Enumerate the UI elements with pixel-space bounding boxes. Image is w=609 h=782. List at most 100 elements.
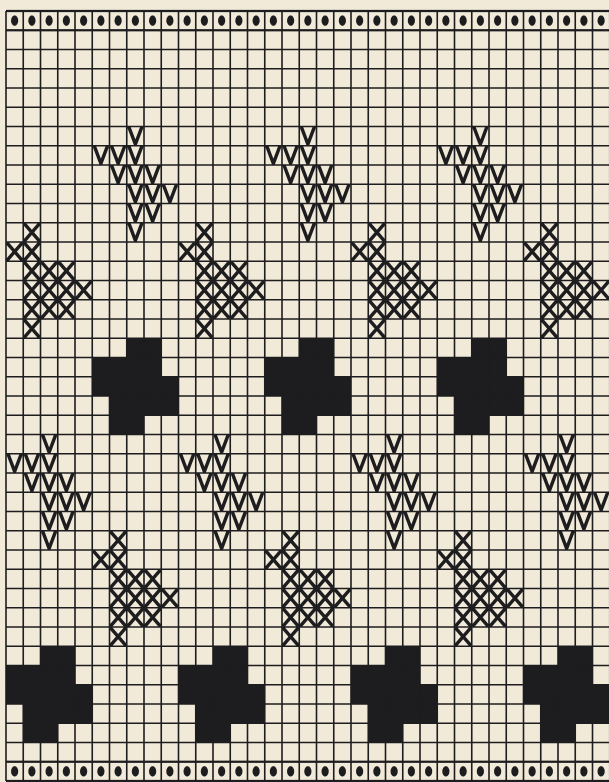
- card-hole-dot: [598, 15, 605, 25]
- solid-stitch-cell: [351, 685, 368, 704]
- solid-stitch-cell: [58, 666, 75, 685]
- solid-stitch-cell: [265, 358, 282, 377]
- solid-stitch-cell: [110, 396, 127, 415]
- card-hole-dot: [149, 15, 156, 25]
- card-hole-dot: [494, 766, 501, 776]
- solid-stitch-cell: [524, 685, 541, 704]
- card-hole-dot: [166, 766, 173, 776]
- card-hole-dot: [356, 15, 363, 25]
- card-hole-dot: [373, 15, 380, 25]
- solid-stitch-cell: [455, 415, 472, 434]
- solid-stitch-cell: [541, 685, 558, 704]
- solid-stitch-cell: [41, 704, 58, 723]
- card-hole-dot: [11, 766, 18, 776]
- solid-stitch-cell: [6, 666, 23, 685]
- solid-stitch-cell: [6, 685, 23, 704]
- solid-stitch-cell: [41, 646, 58, 665]
- solid-stitch-cell: [386, 666, 403, 685]
- card-hole-dot: [425, 766, 432, 776]
- solid-stitch-cell: [196, 723, 213, 742]
- card-hole-dot: [184, 15, 191, 25]
- card-hole-dot: [477, 15, 484, 25]
- card-hole-dot: [235, 15, 242, 25]
- solid-stitch-cell: [58, 646, 75, 665]
- solid-stitch-cell: [489, 358, 506, 377]
- solid-stitch-cell: [282, 396, 299, 415]
- solid-stitch-cell: [110, 358, 127, 377]
- card-hole-dot: [97, 766, 104, 776]
- solid-stitch-cell: [403, 666, 420, 685]
- card-hole-dot: [580, 766, 587, 776]
- solid-stitch-cell: [127, 338, 144, 357]
- card-hole-dot: [218, 766, 225, 776]
- card-hole-dot: [28, 766, 35, 776]
- solid-stitch-cell: [196, 666, 213, 685]
- card-hole-dot: [322, 766, 329, 776]
- solid-stitch-cell: [299, 338, 316, 357]
- solid-stitch-cell: [317, 377, 334, 396]
- solid-stitch-cell: [213, 723, 230, 742]
- card-hole-dot: [546, 766, 553, 776]
- card-hole-dot: [460, 766, 467, 776]
- card-hole-dot: [546, 15, 553, 25]
- solid-stitch-cell: [524, 666, 541, 685]
- solid-stitch-cell: [351, 666, 368, 685]
- solid-stitch-cell: [41, 723, 58, 742]
- card-hole-dot: [598, 766, 605, 776]
- card-hole-dot: [80, 766, 87, 776]
- card-hole-dot: [563, 15, 570, 25]
- solid-stitch-cell: [161, 377, 178, 396]
- solid-stitch-cell: [575, 685, 592, 704]
- solid-stitch-cell: [472, 377, 489, 396]
- solid-stitch-cell: [455, 358, 472, 377]
- card-hole-dot: [408, 15, 415, 25]
- card-hole-dot: [97, 15, 104, 25]
- solid-stitch-cell: [144, 377, 161, 396]
- solid-stitch-cell: [593, 685, 609, 704]
- solid-stitch-cell: [541, 666, 558, 685]
- card-hole-dot: [477, 766, 484, 776]
- solid-stitch-cell: [334, 396, 351, 415]
- solid-stitch-cell: [213, 704, 230, 723]
- card-hole-dot: [270, 15, 277, 25]
- solid-stitch-cell: [575, 666, 592, 685]
- solid-stitch-cell: [506, 396, 523, 415]
- solid-stitch-cell: [179, 666, 196, 685]
- card-hole-dot: [511, 766, 518, 776]
- solid-stitch-cell: [127, 415, 144, 434]
- card-hole-dot: [460, 15, 467, 25]
- solid-stitch-cell: [196, 704, 213, 723]
- solid-stitch-cell: [58, 704, 75, 723]
- solid-stitch-cell: [41, 685, 58, 704]
- card-hole-dot: [442, 766, 449, 776]
- solid-stitch-cell: [558, 666, 575, 685]
- card-hole-dot: [63, 15, 70, 25]
- card-hole-dot: [408, 766, 415, 776]
- solid-stitch-cell: [437, 377, 454, 396]
- card-hole-dot: [63, 766, 70, 776]
- solid-stitch-cell: [317, 396, 334, 415]
- solid-stitch-cell: [317, 358, 334, 377]
- solid-stitch-cell: [110, 415, 127, 434]
- solid-stitch-cell: [368, 704, 385, 723]
- solid-stitch-cell: [127, 396, 144, 415]
- solid-stitch-cell: [593, 704, 609, 723]
- solid-stitch-cell: [213, 685, 230, 704]
- solid-stitch-cell: [196, 685, 213, 704]
- solid-stitch-cell: [368, 723, 385, 742]
- solid-stitch-cell: [75, 704, 92, 723]
- solid-stitch-cell: [230, 666, 247, 685]
- card-hole-dot: [391, 15, 398, 25]
- solid-stitch-cell: [420, 685, 437, 704]
- solid-stitch-cell: [455, 377, 472, 396]
- solid-stitch-cell: [489, 396, 506, 415]
- solid-stitch-cell: [127, 358, 144, 377]
- solid-stitch-cell: [299, 415, 316, 434]
- solid-stitch-cell: [541, 723, 558, 742]
- card-hole-dot: [115, 766, 122, 776]
- card-hole-dot: [287, 766, 294, 776]
- card-hole-dot: [184, 766, 191, 776]
- solid-stitch-cell: [127, 377, 144, 396]
- solid-stitch-cell: [75, 685, 92, 704]
